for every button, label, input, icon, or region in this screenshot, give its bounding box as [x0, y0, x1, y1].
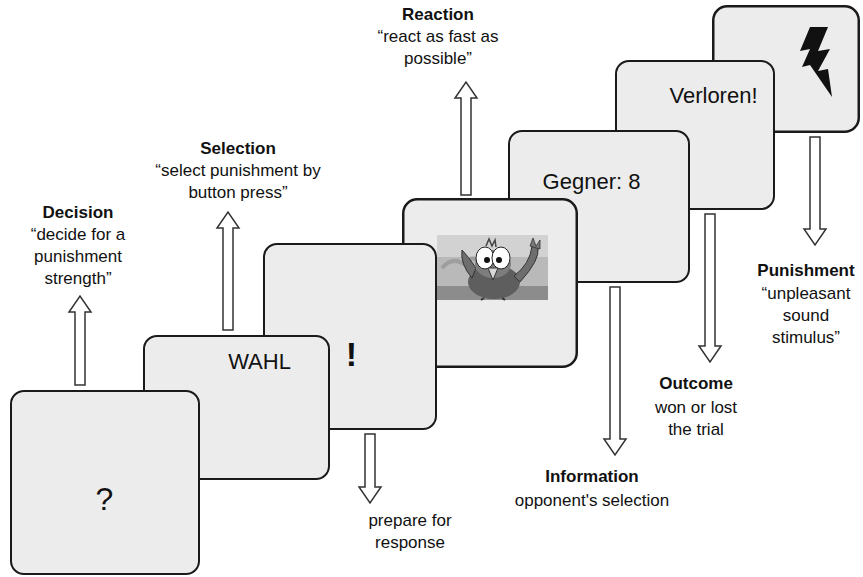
card-text: !	[346, 336, 357, 373]
hollow-arrow	[804, 137, 826, 245]
step-heading: Punishment	[754, 260, 858, 282]
step-description: “unpleasant sound stimulus”	[754, 283, 858, 349]
hollow-arrow	[455, 82, 477, 195]
cartoon-bird-picture	[437, 235, 548, 300]
step-description: prepare for response	[350, 510, 470, 554]
step-description: “react as fast as possible”	[358, 26, 518, 70]
step-description: won or lost the trial	[641, 397, 751, 441]
hollow-arrow	[217, 212, 239, 330]
card-text: Verloren!	[669, 84, 757, 108]
step-heading: Reaction	[368, 4, 508, 26]
step-description: opponent's selection	[482, 490, 702, 512]
card-text: Gegner: 8	[543, 170, 641, 194]
step-description: “decide for a punishment strength”	[13, 224, 143, 290]
step-description: “select punishment by button press”	[138, 160, 338, 204]
card-text: ?	[96, 482, 114, 517]
step-heading: Information	[522, 466, 662, 488]
step-heading: Decision	[8, 202, 148, 224]
step-heading: Outcome	[636, 373, 756, 395]
hollow-arrow	[359, 434, 381, 503]
card-text: WAHL	[228, 350, 291, 374]
hollow-arrow	[699, 214, 721, 362]
cue-card: ?	[10, 390, 200, 575]
hollow-arrow	[69, 296, 91, 385]
lightning-symbol	[800, 27, 832, 97]
hollow-arrow	[604, 287, 626, 455]
step-heading: Selection	[168, 138, 308, 160]
